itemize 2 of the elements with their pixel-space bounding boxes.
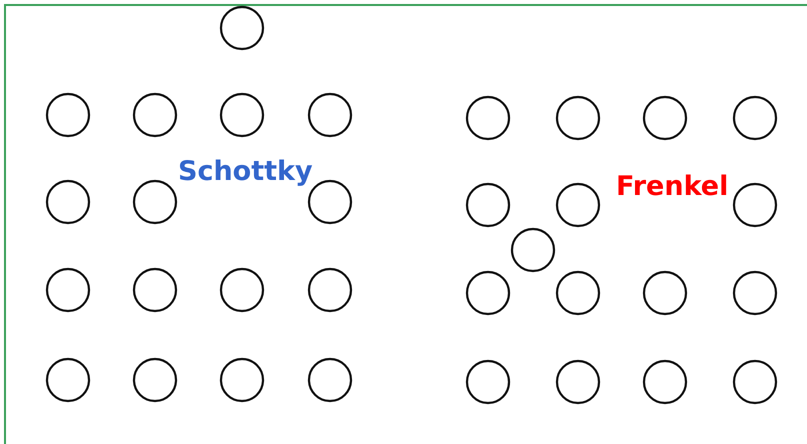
defect-label: Frenkel [616, 173, 728, 200]
defect-label: Schottky [178, 158, 313, 185]
